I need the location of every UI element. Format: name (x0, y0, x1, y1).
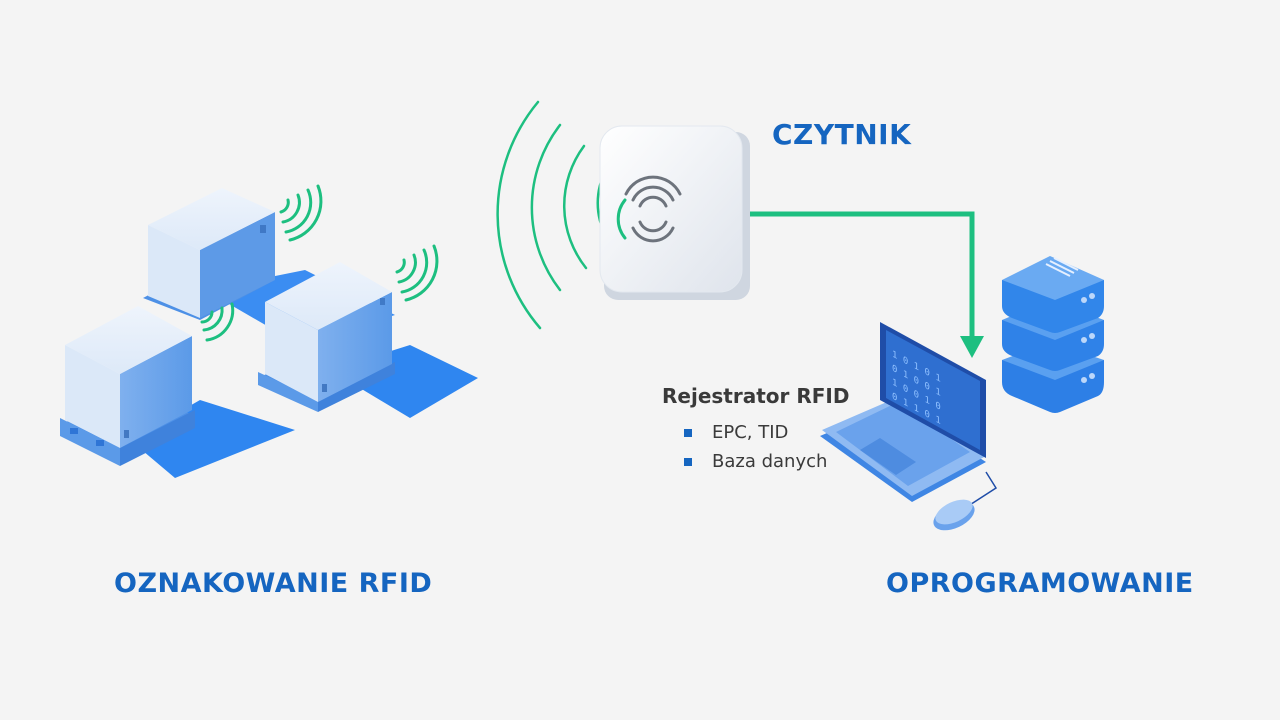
mouse-icon (933, 499, 975, 531)
bullet-icon (684, 429, 692, 437)
list-item: EPC, TID (684, 418, 849, 447)
rfid-reader-antenna-icon (599, 125, 750, 300)
tag-signal-icon (395, 244, 439, 302)
reader-label: CZYTNIK (772, 118, 912, 151)
laptop-icon: 1 0 1 0 1 0 1 0 0 1 1 0 0 1 0 0 1 1 0 1 (820, 322, 998, 511)
tagging-label: OZNAKOWANIE RFID (114, 568, 433, 599)
bullet-icon (684, 458, 692, 466)
tagged-boxes-illustration (60, 184, 478, 478)
reader-signal-waves-icon (496, 100, 608, 330)
box-right (258, 262, 395, 412)
tag-signal-icon (200, 302, 235, 342)
software-label: OPROGRAMOWANIE (886, 568, 1194, 599)
list-item-label: EPC, TID (712, 422, 789, 443)
box-top (143, 188, 275, 320)
recorder-list: EPC, TID Baza danych (684, 418, 849, 476)
tag-signal-icon (279, 184, 323, 242)
server-stack-icon (1002, 256, 1104, 413)
list-item-label: Baza danych (712, 451, 828, 472)
recorder-info: Rejestrator RFID EPC, TID Baza danych (662, 384, 849, 476)
data-flow-arrow (750, 211, 984, 358)
recorder-title: Rejestrator RFID (662, 384, 850, 408)
list-item: Baza danych (684, 447, 849, 476)
box-front (60, 306, 195, 466)
